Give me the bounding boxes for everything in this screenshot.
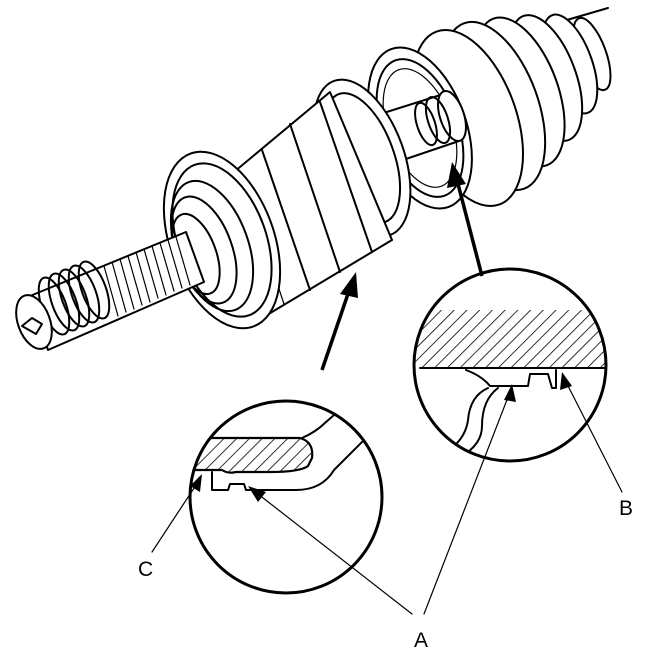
joint-housing	[162, 78, 412, 330]
label-b: B	[619, 497, 633, 520]
splined-stub-shaft	[15, 231, 205, 351]
inboard-boot	[367, 13, 612, 210]
label-a: A	[414, 629, 428, 652]
detail-view-boot-seat	[412, 267, 608, 463]
label-c: C	[138, 558, 153, 581]
leader-arrows	[151, 162, 623, 615]
detail-view-housing	[188, 399, 384, 595]
